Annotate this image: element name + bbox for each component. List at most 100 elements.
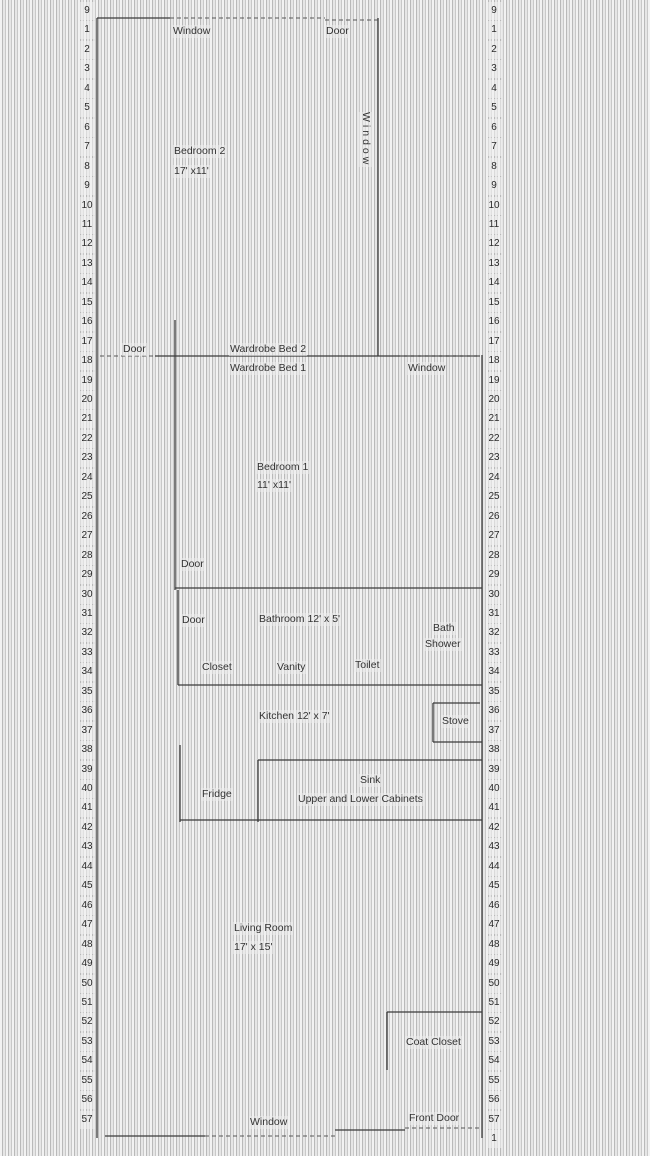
living-room-size: 17' x 15' [233, 941, 274, 954]
row-number: 42 [486, 818, 502, 837]
row-number: 45 [486, 877, 502, 896]
row-number: 3 [486, 60, 502, 79]
door-bedroom1-label: Door [180, 558, 205, 571]
row-number: 31 [486, 604, 502, 623]
row-number: 33 [79, 643, 95, 662]
row-number: 14 [486, 274, 502, 293]
front-door-label: Front Door [408, 1112, 461, 1125]
row-number: 13 [79, 254, 95, 273]
row-number: 25 [79, 488, 95, 507]
row-number: 23 [79, 449, 95, 468]
row-number: 17 [486, 332, 502, 351]
row-number: 11 [79, 215, 95, 234]
row-number: 20 [486, 391, 502, 409]
dashed-lines [100, 17, 482, 1137]
bath-label: Bath [432, 622, 456, 635]
row-number: 57 [486, 1110, 502, 1129]
row-number: 27 [79, 527, 95, 546]
row-number: 35 [79, 682, 95, 701]
living-room-name: Living Room [233, 922, 294, 935]
row-number: 36 [486, 702, 502, 721]
row-number: 48 [79, 935, 95, 954]
row-number: 39 [79, 760, 95, 779]
row-number: 49 [79, 955, 95, 974]
row-number: 23 [486, 449, 502, 468]
row-number: 12 [486, 235, 502, 254]
row-number: 56 [79, 1091, 95, 1110]
row-number: 38 [486, 741, 502, 760]
row-number: 1 [486, 1130, 502, 1149]
row-number: 18 [486, 352, 502, 371]
row-number: 22 [486, 429, 502, 448]
row-number: 19 [486, 371, 502, 390]
row-number: 7 [79, 138, 95, 157]
row-number: 42 [79, 818, 95, 837]
row-number: 37 [79, 721, 95, 740]
row-number: 37 [486, 721, 502, 740]
row-number: 48 [486, 935, 502, 954]
row-number: 43 [486, 838, 502, 857]
row-number: 29 [79, 566, 95, 585]
row-number: 8 [486, 157, 502, 176]
row-number: 6 [79, 118, 95, 137]
row-number: 56 [486, 1091, 502, 1110]
row-number: 17 [79, 332, 95, 351]
window-bed1-label: Window [407, 362, 447, 375]
vanity-label: Vanity [276, 661, 307, 674]
row-number: 36 [79, 702, 95, 721]
row-number: 1 [486, 21, 502, 40]
row-number: 28 [79, 546, 95, 565]
row-number: 16 [79, 313, 95, 332]
walls [96, 17, 483, 1138]
door-left-label: Door [122, 343, 147, 356]
row-number: 19 [79, 371, 95, 390]
row-number: 9 [486, 177, 502, 196]
row-number: 1 [79, 21, 95, 40]
row-number: 18 [79, 352, 95, 371]
row-number: 50 [79, 974, 95, 993]
bedroom1-size: 11' x11' [256, 479, 292, 492]
window-bottom-label: Window [249, 1116, 289, 1129]
row-number: 53 [79, 1032, 95, 1051]
row-number: 34 [486, 663, 502, 682]
row-number: 54 [79, 1052, 95, 1071]
row-number: 46 [486, 896, 502, 915]
row-number: 13 [486, 254, 502, 273]
row-number: 6 [486, 118, 502, 137]
row-number: 40 [79, 780, 95, 798]
bedroom2-size: 17' x11' [173, 165, 210, 178]
row-number: 44 [486, 857, 502, 876]
row-number: 9 [486, 2, 502, 20]
row-number: 55 [486, 1071, 502, 1090]
row-number: 38 [79, 741, 95, 760]
row-number: 5 [486, 99, 502, 118]
bedroom2-name: Bedroom 2 [173, 145, 227, 158]
row-number: 51 [79, 993, 95, 1012]
closet-label: Closet [201, 661, 233, 674]
row-number: 30 [486, 585, 502, 604]
row-number: 3 [79, 60, 95, 79]
row-number: 40 [486, 780, 502, 798]
cabinets-label: Upper and Lower Cabinets [297, 793, 424, 806]
row-number: 21 [79, 410, 95, 429]
wardrobe-bed1-label: Wardrobe Bed 1 [229, 362, 308, 375]
row-number: 8 [79, 157, 95, 176]
row-number: 4 [79, 79, 95, 98]
kitchen-label: Kitchen 12' x 7' [258, 710, 331, 723]
row-number: 35 [486, 682, 502, 701]
row-number: 11 [486, 215, 502, 234]
window-vertical-label: Window [358, 112, 373, 168]
row-number: 12 [79, 235, 95, 254]
row-number: 32 [486, 624, 502, 643]
row-number: 10 [486, 196, 502, 215]
row-number: 33 [486, 643, 502, 662]
row-number: 45 [79, 877, 95, 896]
row-number: 46 [79, 896, 95, 915]
row-number: 27 [486, 527, 502, 546]
row-number: 50 [486, 974, 502, 993]
row-number: 32 [79, 624, 95, 643]
row-number: 53 [486, 1032, 502, 1051]
toilet-label: Toilet [354, 659, 381, 672]
row-number: 52 [486, 1013, 502, 1032]
